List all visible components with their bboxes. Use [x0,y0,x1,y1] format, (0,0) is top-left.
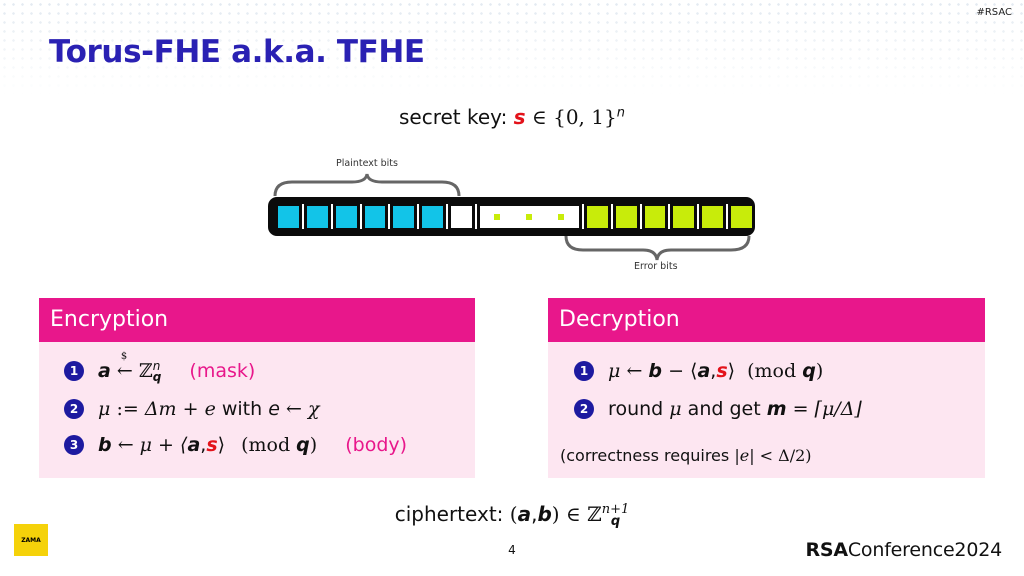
middle-bits-gap [479,205,579,228]
zama-logo: ZAMA [14,524,48,556]
body-note: (body) [345,434,408,456]
bit-strip [268,197,755,236]
plaintext-bit [278,205,299,228]
secret-key-rel: ∈ [531,105,547,129]
encryption-step-2: 2 μ := Δm + e with e ← χ [64,398,319,420]
header-dot-pattern [0,0,1024,95]
step-number-badge: 2 [64,399,84,419]
decryption-title: Decryption [548,298,985,342]
plaintext-brace [273,173,461,197]
step-number-badge: 2 [574,399,594,419]
encryption-step-3: 3 b ← μ + ⟨a,s⟩ (mod q) (body) [64,434,407,456]
encryption-title: Encryption [39,298,475,342]
secret-key-line: secret key: s ∈ {0, 1}n [0,105,1024,129]
step-number-badge: 1 [574,361,594,381]
error-bit [586,205,608,228]
secret-key-var: s [513,105,526,129]
secret-key-exp: n [616,105,625,121]
plaintext-bits-label: Plaintext bits [336,158,398,169]
page-number: 4 [508,543,516,557]
error-bit [644,205,666,228]
ciphertext-label: ciphertext: [394,502,504,526]
error-bit [702,205,724,228]
step-number-badge: 1 [64,361,84,381]
error-bit [731,205,752,228]
plaintext-bit [364,205,386,228]
decryption-step-1: 1 μ ← b − ⟨a,s⟩ (mod q) [574,360,823,382]
plaintext-bit [393,205,415,228]
encryption-box: Encryption [39,298,475,478]
plaintext-bit [422,205,444,228]
decryption-box: Decryption [548,298,985,478]
error-bit [673,205,695,228]
hashtag: #RSAC [976,7,1012,18]
decryption-step-2: 2 round μ and get m = ⌈μ/Δ⌋ [574,398,862,420]
slide-title: Torus-FHE a.k.a. TFHE [49,34,425,70]
step-number-badge: 3 [64,435,84,455]
error-bit [615,205,637,228]
correctness-note: (correctness requires |e| < Δ/2) [560,446,812,465]
error-brace [564,235,751,261]
secret-key-set: {0, 1} [553,105,617,129]
rsa-conference-logo: RSAConference2024 [805,539,1002,561]
mask-note: (mask) [189,360,256,382]
padding-bit [451,205,472,228]
plaintext-bit [335,205,357,228]
secret-key-label: secret key: [399,105,508,129]
plaintext-bit [306,205,328,228]
error-bits-label: Error bits [634,261,678,272]
